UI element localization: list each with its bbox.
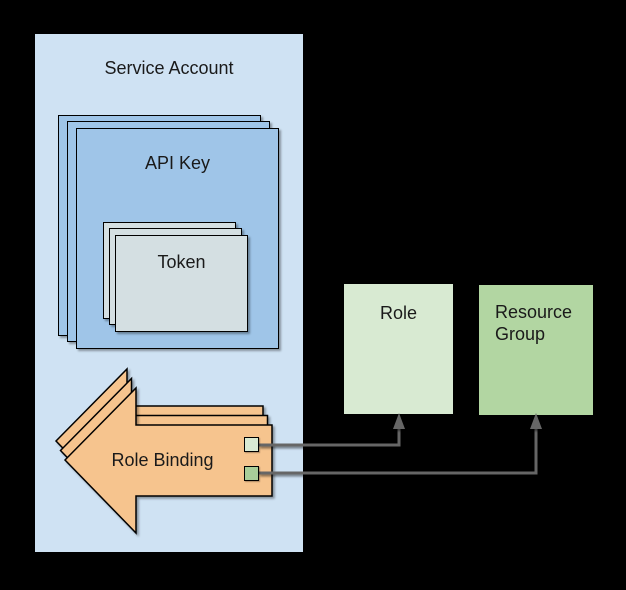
role-box: [344, 284, 453, 414]
resource-group-box: [479, 285, 593, 415]
token-sheet-front: [115, 235, 248, 332]
role-binding-label: Role Binding: [111, 450, 214, 470]
resource-group-connector: [259, 413, 542, 475]
service-account-label: Service Account: [104, 58, 234, 78]
resource-group-connector-arrowhead-icon: [530, 413, 542, 429]
role-binding-arrow: [54, 367, 273, 535]
resource-group-port-square: [244, 466, 259, 481]
role-port-square: [244, 437, 259, 452]
resource-group-label: Resource Group: [495, 302, 573, 344]
role-label: Role: [379, 303, 418, 323]
role-connector: [259, 413, 405, 447]
role-binding-layer-front: [63, 386, 273, 535]
token-label: Token: [157, 252, 206, 272]
api-key-label: API Key: [144, 153, 211, 173]
resource-group-connector-line: [259, 427, 538, 475]
role-connector-arrowhead-icon: [393, 413, 405, 429]
role-connector-line: [259, 427, 401, 447]
